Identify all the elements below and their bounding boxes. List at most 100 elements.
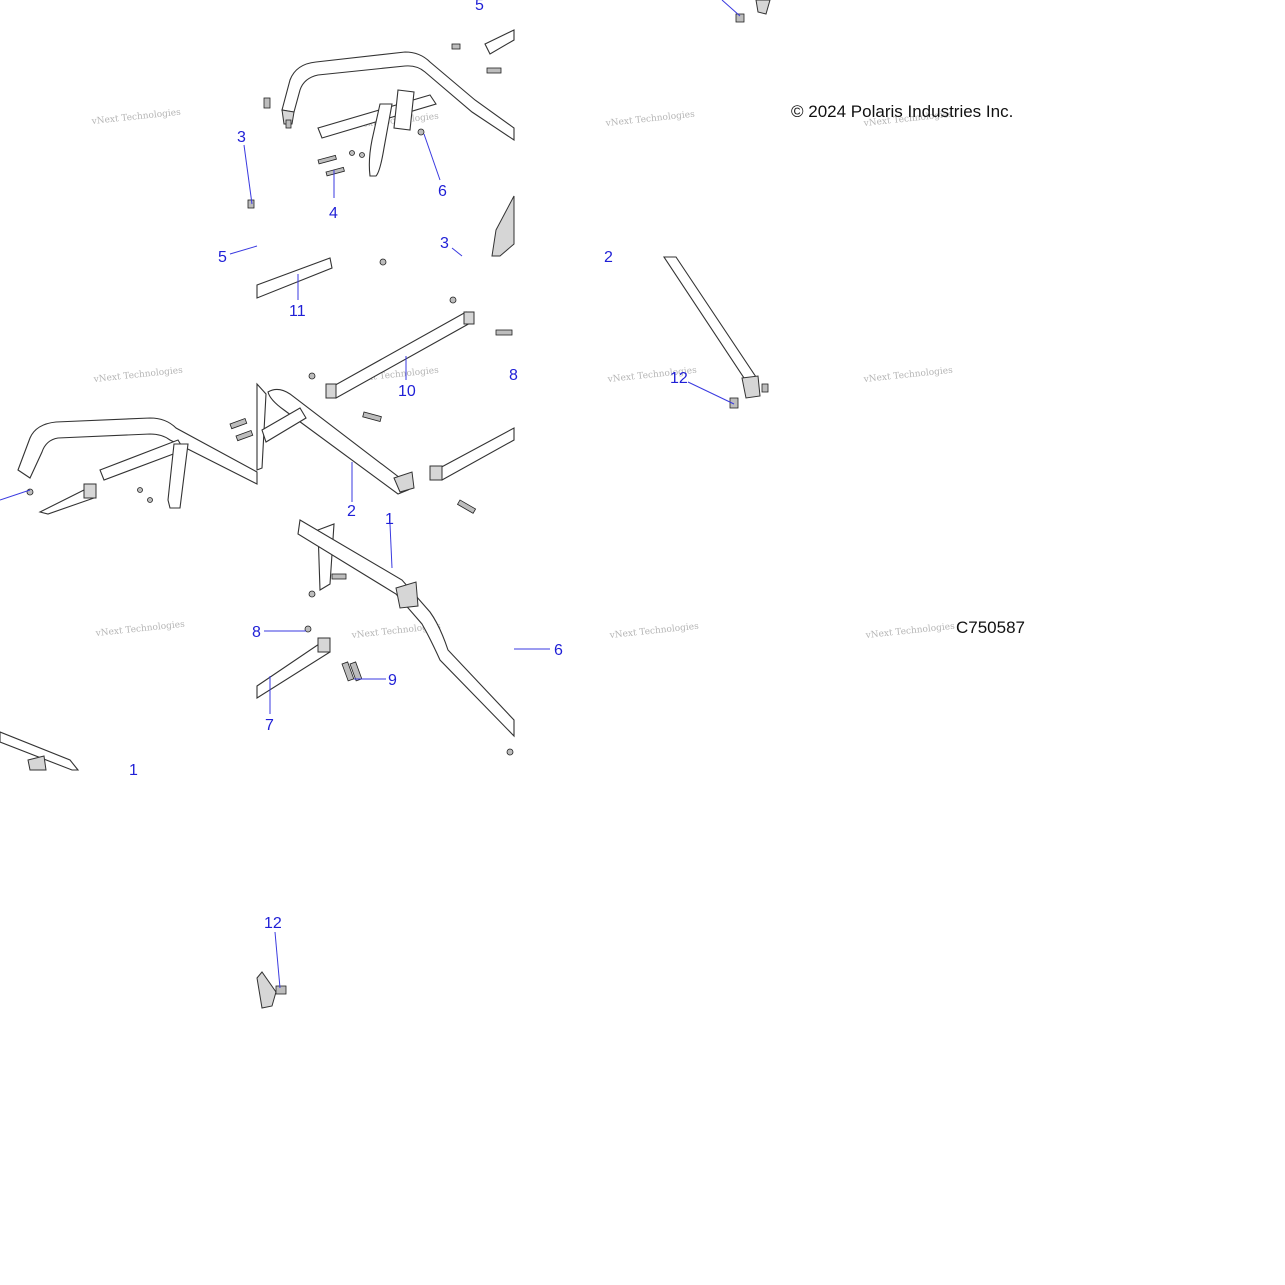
bracket	[755, 0, 771, 15]
callout-number: 7	[265, 717, 274, 734]
callout-number: 12	[670, 370, 688, 387]
nut	[349, 150, 355, 156]
bolt	[235, 430, 254, 442]
bar-end-cap	[325, 383, 337, 399]
watermark: vNext Technologies	[862, 366, 953, 385]
callout-number: 6	[438, 183, 447, 200]
callout-number: 2	[347, 503, 356, 520]
bolt	[451, 43, 461, 50]
diagonal-brace	[261, 407, 307, 443]
bolt	[486, 67, 502, 74]
a-pillar-foot	[741, 375, 761, 399]
callout-number: 11	[289, 303, 306, 320]
tile-upper-right-fragment	[247, 0, 771, 209]
bolt	[325, 166, 345, 177]
callout-number: 10	[398, 383, 416, 400]
leader-line	[274, 931, 281, 989]
leader-lines	[0, 0, 741, 989]
side-rail-tube	[267, 388, 409, 495]
nut	[449, 296, 457, 304]
rear-hoop-mid	[256, 382, 267, 471]
nut	[308, 372, 316, 380]
bolt	[729, 397, 739, 409]
callout-labels: 5 3 4 6 5 3 2 11 10 8 12 2 1 8 9 7 6 1 1…	[129, 0, 688, 932]
bar-end-cap	[429, 465, 443, 481]
leader-line	[451, 247, 463, 257]
watermark: vNext Technologies	[92, 366, 183, 385]
callout-number: 6	[554, 642, 563, 659]
nut	[147, 497, 153, 503]
callout-number: 8	[252, 624, 261, 641]
callout-number: 5	[218, 249, 227, 266]
upright-tube	[368, 103, 393, 177]
bar-end-cap	[317, 637, 331, 653]
front-cross-tube	[256, 257, 333, 299]
bolt	[285, 119, 292, 129]
leader-line	[389, 523, 393, 569]
watermark: vNext Technologies	[864, 622, 955, 641]
leader-line	[0, 489, 31, 501]
nut	[359, 152, 365, 158]
bolt	[735, 13, 745, 23]
tile-bottom-foot	[256, 971, 287, 1009]
callout-number: 2	[604, 249, 613, 266]
bolt	[229, 418, 248, 430]
leader-line	[229, 245, 258, 255]
rear-cross-tube-right	[435, 427, 515, 481]
watermark-layer: vNext Technologies vNext Technologies vN…	[90, 108, 955, 641]
bar-end-cap	[83, 483, 97, 499]
bolt	[247, 199, 255, 209]
lower-left-bracket	[27, 755, 47, 771]
leader-line	[721, 0, 741, 17]
bolt	[331, 573, 347, 580]
watermark: vNext Technologies	[608, 622, 699, 641]
callout-number: 9	[388, 672, 397, 689]
lower-side-tube	[297, 519, 515, 738]
callout-number: 4	[329, 205, 338, 222]
tile-a-pillar	[662, 256, 769, 409]
copyright-notice: © 2024 Polaris Industries Inc.	[791, 102, 1013, 121]
nut	[26, 488, 34, 496]
figure-id: C750587	[956, 618, 1025, 637]
bolt	[456, 499, 477, 514]
bolt	[495, 329, 513, 336]
callout-number: 8	[509, 367, 518, 384]
bolt	[263, 97, 271, 109]
bar-end-cap	[463, 311, 475, 325]
bolt	[275, 985, 287, 995]
tile-lower-left	[0, 731, 80, 771]
front-hoop-tube	[17, 417, 258, 485]
tile-upper-rear-cage	[263, 29, 515, 257]
rear-hoop-tube	[281, 51, 515, 142]
corner-gusset	[393, 471, 415, 493]
corner-gusset	[395, 581, 419, 609]
callout-number: 12	[264, 915, 282, 932]
watermark: vNext Technologies	[604, 110, 695, 129]
gusset-tube	[393, 89, 415, 131]
b-pillar-stub	[491, 195, 515, 257]
bolt	[761, 383, 769, 393]
nut	[137, 487, 143, 493]
a-pillar-tube	[662, 256, 759, 385]
foot-bracket	[256, 971, 277, 1009]
rear-cross-tube	[484, 29, 515, 55]
bolt	[317, 154, 337, 165]
tile-middle-left-cage	[17, 417, 258, 515]
bolt	[362, 411, 382, 422]
leader-line	[687, 381, 735, 405]
bolt	[341, 661, 355, 682]
front-upright	[167, 443, 189, 509]
callout-number: 3	[440, 235, 449, 252]
nut	[304, 625, 312, 633]
nut	[308, 590, 316, 598]
callout-number: 5	[475, 0, 484, 14]
nut	[417, 128, 425, 136]
tile-middle-cage	[256, 257, 515, 514]
tile-lower-cage	[256, 519, 515, 756]
nut	[379, 258, 387, 266]
callout-number: 1	[385, 511, 394, 528]
callout-number: 1	[129, 762, 138, 779]
callout-number: 3	[237, 129, 246, 146]
watermark: vNext Technologies	[90, 108, 181, 127]
